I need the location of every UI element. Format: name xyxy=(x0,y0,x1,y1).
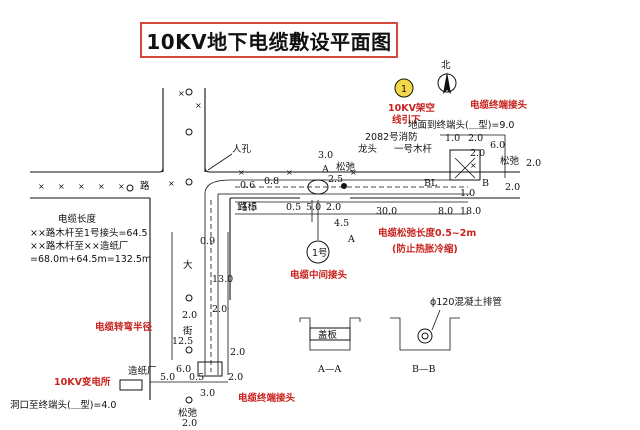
bend-radius-label: 电缆转弯半径 xyxy=(95,321,153,333)
slack-length-label: 电缆松弛长度0.5~2m xyxy=(378,227,476,239)
road-h-label: 路 xyxy=(140,180,150,192)
svg-text:×: × xyxy=(238,168,245,177)
overhead-lead-label-2: 线引下 xyxy=(392,114,421,126)
mark-a-label: A xyxy=(347,234,355,245)
dim-text: 2.0 xyxy=(470,148,485,159)
dim-text: 0.5 xyxy=(286,202,301,213)
dim-text: 0.5 xyxy=(189,372,204,383)
dim-text: 2.0 xyxy=(228,372,243,383)
dimension-lines xyxy=(150,134,506,383)
dim-text: 2.0 xyxy=(230,347,245,358)
road-marker-label: 路标 xyxy=(238,201,258,213)
mark-bl-label: BL xyxy=(424,178,438,189)
joint-no-label: 1号 xyxy=(312,248,328,259)
dim-text: 5.0 xyxy=(160,372,175,383)
vertical-road xyxy=(149,88,231,400)
section-a-view xyxy=(299,317,361,351)
pole-1-label: 一号木杆 xyxy=(394,143,433,155)
paper-mill-label: 造纸厂 xyxy=(128,365,157,377)
svg-text:×: × xyxy=(195,101,202,110)
pole-symbols xyxy=(126,88,193,404)
slack-pit-bottom-label: 松弛 xyxy=(178,407,198,419)
marker-number: 1 xyxy=(401,84,407,95)
manhole-label: 人孔 xyxy=(232,144,252,155)
dim-text: 18.0 xyxy=(460,206,481,217)
section-b-view xyxy=(390,309,460,351)
pipe-label: ϕ120混凝土排管 xyxy=(430,296,502,308)
cable-length-line3: =68.0m+64.5m=132.5m xyxy=(30,254,151,265)
cable-length-line1: ××路木杆至1号接头=64.5 xyxy=(30,227,148,239)
svg-text:×: × xyxy=(58,182,65,191)
dim-text: 8.0 xyxy=(438,206,453,217)
dim-text: 12.5 xyxy=(172,336,193,347)
mark-al-label: A xyxy=(321,164,329,175)
road-v-street-label: 街 xyxy=(183,325,193,337)
dim-text: 1.0 xyxy=(445,133,460,144)
dim-text: 4.5 xyxy=(334,218,349,229)
svg-text:×: × xyxy=(118,182,125,191)
hole-to-terminal-label: 洞口至终端头(＿型)=4.0 xyxy=(10,399,116,411)
slack-pit-right-label: 松弛 xyxy=(500,155,520,167)
dim-text: 13.0 xyxy=(212,274,233,285)
svg-text:×: × xyxy=(98,182,105,191)
dim-text: 11.5 xyxy=(236,202,257,213)
diagram-title: 10KV地下电缆敷设平面图 xyxy=(146,29,392,54)
marker-circle: 1 xyxy=(394,78,414,98)
cover-label: 盖板 xyxy=(318,329,338,341)
dim-text: 6.0 xyxy=(490,140,505,151)
dim-text: 0.9 xyxy=(200,236,215,247)
pole-2082b-label: 龙头 xyxy=(358,143,377,155)
dim-text: 0.6 xyxy=(240,180,255,191)
dim-text: 6.0 xyxy=(176,364,191,375)
dim-text: 1.0 xyxy=(460,188,475,199)
north-arrow-icon xyxy=(437,72,457,94)
cable-length-line2: ××路木杆至××造纸厂 xyxy=(30,240,128,252)
cable-length-header: 电缆长度 xyxy=(58,213,97,225)
svg-text:×: × xyxy=(38,182,45,191)
dim-text: 30.0 xyxy=(376,206,397,217)
substation-label: 10KV变电所 xyxy=(54,376,111,388)
pole-2082-label: 2082号消防 xyxy=(365,131,418,143)
dim-text: 2.0 xyxy=(212,304,227,315)
road-x-marks: × × × × × × × × × × × × xyxy=(38,89,477,191)
dim-text: 3.0 xyxy=(200,388,215,399)
cable-route xyxy=(119,149,481,391)
svg-text:×: × xyxy=(286,168,293,177)
terminal-top-label: 电缆终端接头 xyxy=(470,99,528,111)
dim-text: 2.0 xyxy=(526,158,541,169)
road-v-big-label: 大 xyxy=(183,259,193,271)
north-label: 北 xyxy=(441,60,451,71)
terminal-bottom-label: 电缆终端接头 xyxy=(238,392,296,404)
slack-pit-top-label: 松弛 xyxy=(336,161,356,173)
dim-text: 2.0 xyxy=(182,310,197,321)
dim-text: 2.0 xyxy=(468,133,483,144)
svg-text:×: × xyxy=(470,161,477,170)
svg-text:×: × xyxy=(178,89,185,98)
ground-to-terminal-label: 地面到终端头(＿型)=9.0 xyxy=(408,119,514,131)
middle-joint-label: 电缆中间接头 xyxy=(290,269,348,281)
dim-text: 3.0 xyxy=(318,150,333,161)
dim-text: 5.0 xyxy=(306,202,321,213)
section-a-label: A—A xyxy=(317,364,341,375)
dimension-texts: 1.0 2.0 2.0 6.0 3.0 2.5 0.6 0.8 11.5 0.5… xyxy=(160,133,541,429)
horizontal-road xyxy=(30,171,520,199)
dim-text: 2.0 xyxy=(182,418,197,429)
heat-shrink-label: (防止热胀冷缩) xyxy=(392,243,458,255)
mark-b-label: B xyxy=(482,178,489,189)
title-box: 10KV地下电缆敷设平面图 xyxy=(140,22,398,58)
svg-text:×: × xyxy=(168,179,175,188)
dim-text: 0.8 xyxy=(264,176,279,187)
dim-text: 2.0 xyxy=(326,202,341,213)
overhead-lead-label: 10KV架空 xyxy=(388,102,435,114)
svg-text:×: × xyxy=(78,182,85,191)
dim-text: 2.0 xyxy=(505,182,520,193)
dim-text: 2.5 xyxy=(328,174,343,185)
svg-text:×: × xyxy=(350,168,357,177)
section-b-label: B—B xyxy=(412,364,435,375)
